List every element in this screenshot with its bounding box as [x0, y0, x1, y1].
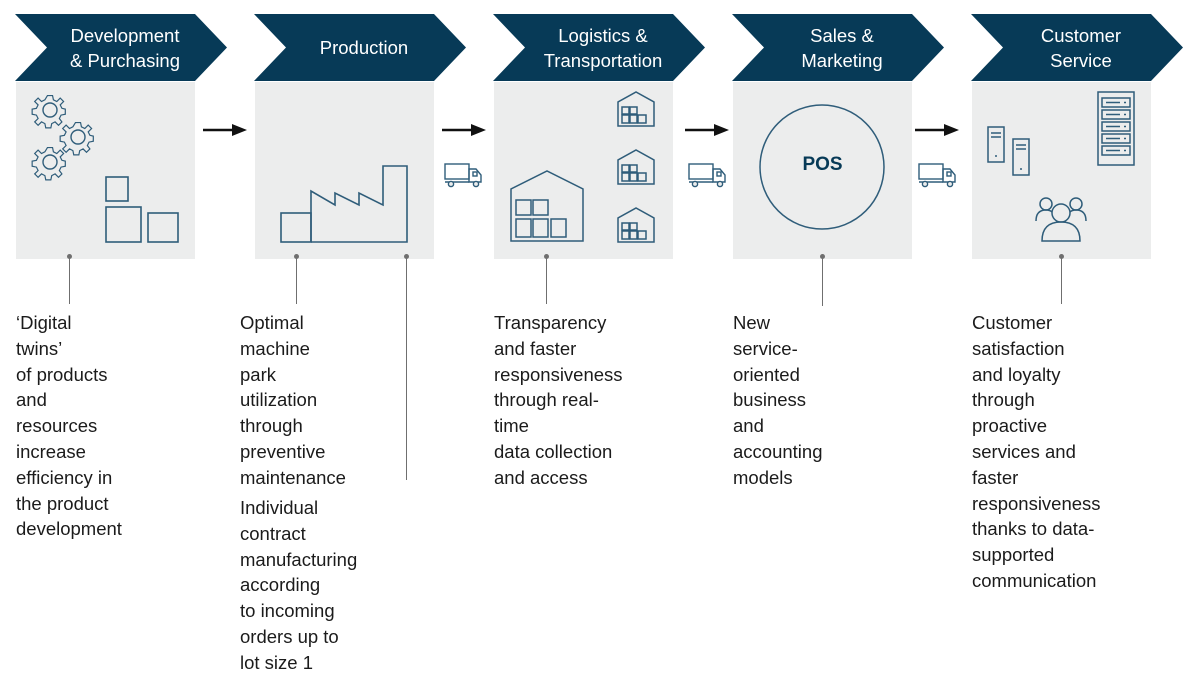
stage-panel: [494, 82, 673, 259]
stage-header-chevron: Sales & Marketing: [732, 14, 944, 81]
stage-description: Customer satisfaction and loyalty throug…: [972, 312, 1101, 591]
arrow-right-icon: [442, 124, 486, 136]
stage-title: Customer Service: [1040, 24, 1122, 71]
arrow-right-icon: [685, 124, 729, 136]
stage-description: ‘Digital twins’ of products and resource…: [16, 312, 122, 540]
stage-description: Transparency and faster responsiveness t…: [494, 312, 623, 488]
pos-label: POS: [802, 154, 843, 175]
truck-icon: [444, 163, 482, 188]
stage-description: New service- oriented business and accou…: [733, 312, 823, 488]
stage-header-chevron: Logistics & Transportation: [493, 14, 705, 81]
stage-title: Production: [319, 37, 409, 58]
stage-title: Development & Purchasing: [69, 24, 181, 71]
truck-icon: [918, 163, 956, 188]
customers-icon: [1035, 197, 1087, 242]
stage-header-chevron: Development & Purchasing: [15, 14, 227, 81]
stage-header-chevron: Customer Service: [971, 14, 1183, 81]
server-icon: [987, 91, 1135, 176]
pos-circle-icon: [759, 104, 885, 230]
connector-line: [69, 256, 70, 304]
gears-icon: [31, 94, 94, 181]
stage-title: Sales & Marketing: [801, 24, 883, 71]
stage-panel: [972, 82, 1151, 259]
stage-extra-description: Individual contract manufacturing accord…: [240, 497, 358, 673]
factory-icon: [280, 165, 408, 243]
warehouse-icon: [510, 91, 655, 243]
arrow-right-icon: [915, 124, 959, 136]
stage-panel: POS: [733, 82, 912, 259]
connector-line: [296, 256, 297, 304]
connector-line: [1061, 256, 1062, 304]
truck-icon: [688, 163, 726, 188]
connector-line: [406, 256, 407, 480]
boxes-icon: [105, 176, 179, 243]
connector-line: [546, 256, 547, 304]
connector-line: [822, 256, 823, 306]
arrow-right-icon: [203, 124, 247, 136]
stage-header-chevron: Production: [254, 14, 466, 81]
stage-panel: [255, 82, 434, 259]
stage-description: Optimal machine park utilization through…: [240, 312, 346, 488]
stage-title: Logistics & Transportation: [543, 24, 663, 71]
stage-panel: [16, 82, 195, 259]
